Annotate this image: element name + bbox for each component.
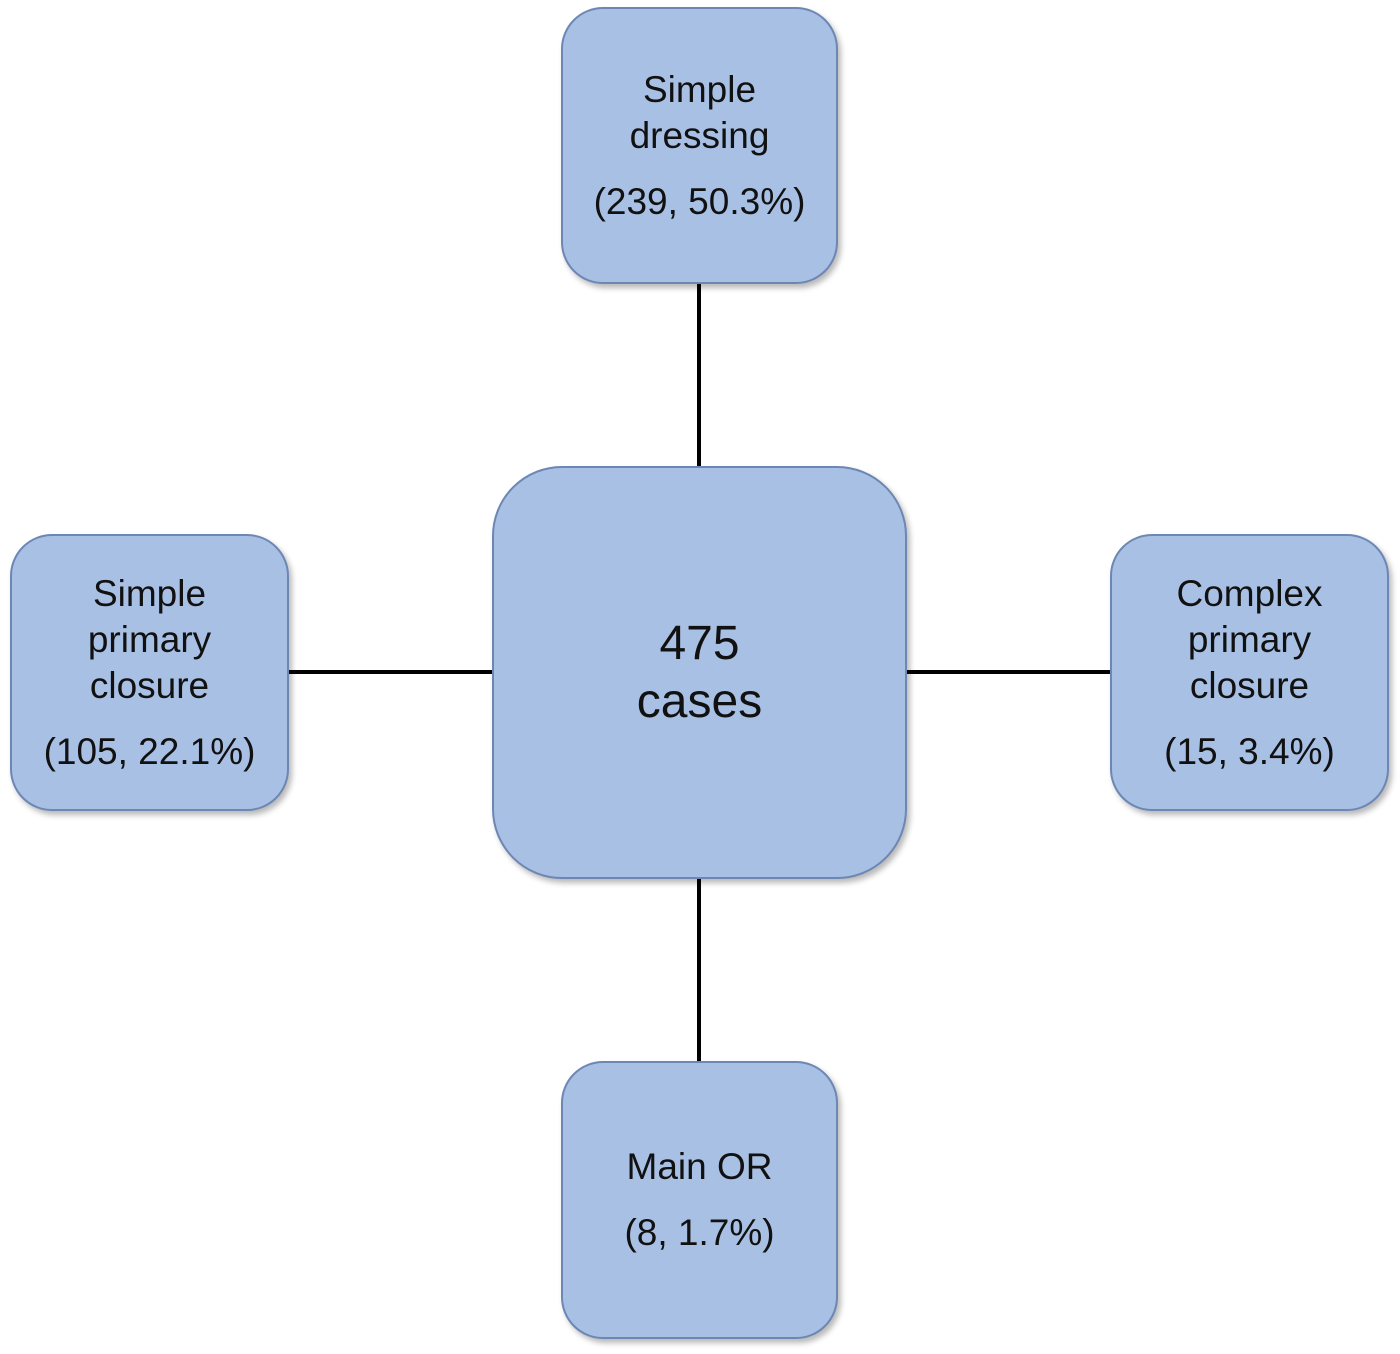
node-label-line: Main OR [626,1146,773,1187]
node-label-line: closure [89,664,210,706]
connector-left [288,670,493,674]
node-stat: (15, 3.4%) [1164,730,1335,772]
node-simple-dressing: Simple dressing (239, 50.3%) [561,7,838,284]
node-label-line: dressing [629,114,770,156]
total-cases-count: 475 [659,616,740,670]
node-label-line: Simple [642,68,757,110]
node-main-or: Main OR (8, 1.7%) [561,1061,838,1339]
node-label-line: primary [1187,618,1312,660]
node-label-line: primary [87,618,212,660]
total-cases-label: cases [636,674,763,728]
node-label-line: closure [1189,664,1310,706]
center-node-total-cases: 475 cases [492,466,907,879]
connector-bottom [697,878,701,1062]
connector-right [906,670,1111,674]
node-label-line: Simple [92,572,207,614]
node-simple-primary-closure: Simple primary closure (105, 22.1%) [10,534,289,811]
node-stat: (239, 50.3%) [593,180,806,222]
node-stat: (105, 22.1%) [43,730,256,772]
connector-top [697,283,701,467]
node-stat: (8, 1.7%) [624,1212,775,1253]
node-complex-primary-closure: Complex primary closure (15, 3.4%) [1110,534,1389,811]
node-label-line: Complex [1176,572,1323,614]
